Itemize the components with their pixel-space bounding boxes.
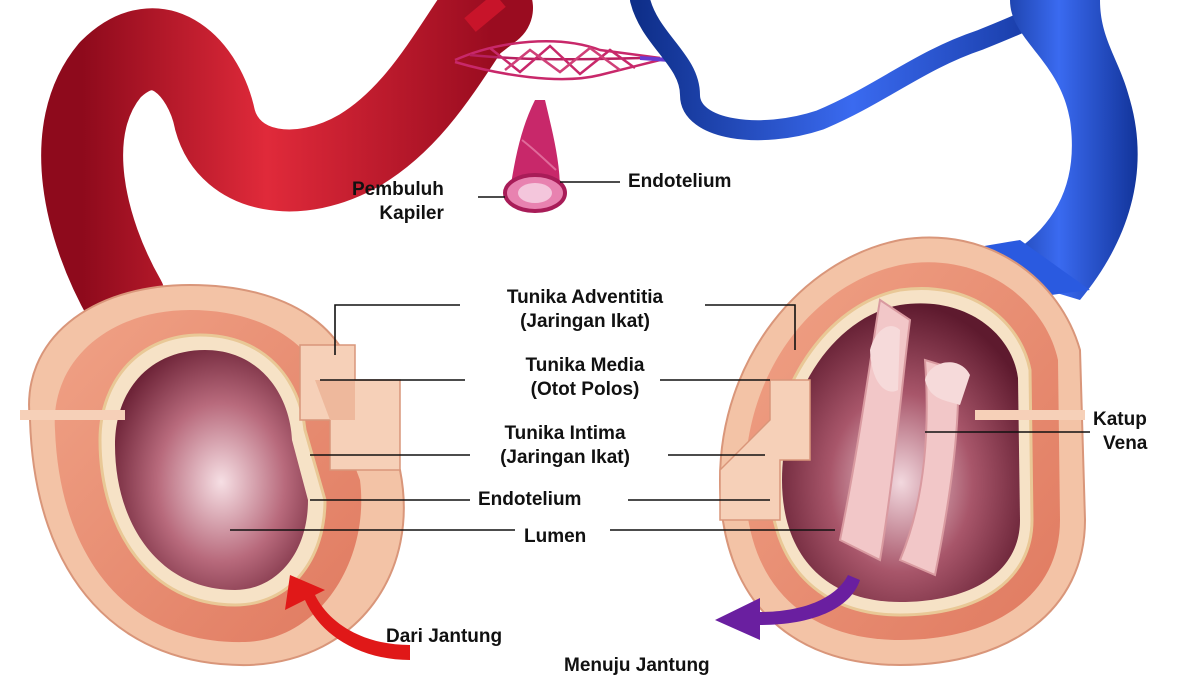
valve-label: Katup Vena [1093,408,1147,456]
to-heart-label: Menuju Jantung [564,655,710,676]
artery-cross-section [20,283,405,667]
tunica-media-line2: (Otot Polos) [530,379,640,400]
valve-label-line1: Katup [1093,409,1147,430]
arrow-to-heart [715,575,860,640]
capillary-label-line2: Kapiler [379,203,444,224]
tunica-adventitia-line2: (Jaringan Ikat) [520,311,650,332]
artery-tube [41,0,533,341]
tunica-adventitia-label: Tunika Adventitia (Jaringan Ikat) [460,286,710,334]
vein-cross-section [718,236,1087,667]
capillary-cross-section [503,100,567,213]
tunica-intima-label: Tunika Intima (Jaringan Ikat) [440,422,690,470]
tunica-intima-line1: Tunika Intima [504,423,626,444]
tunica-media-line1: Tunika Media [525,355,645,376]
from-heart-label: Dari Jantung [386,626,503,647]
tunica-media-label: Tunika Media (Otot Polos) [460,354,710,402]
lumen-label: Lumen [524,526,587,547]
leader-lines [230,181,1090,531]
endothelium-top-label: Endotelium [628,171,732,192]
arrow-from-heart [285,575,410,660]
tunica-intima-line2: (Jaringan Ikat) [500,447,630,468]
capillary-label-line1: Pembuluh [352,179,444,200]
valve-label-line2: Vena [1103,433,1148,454]
capillary-network [454,40,671,81]
endothelium-mid-label: Endotelium [478,489,582,510]
tunica-adventitia-line1: Tunika Adventitia [506,287,664,308]
capillary-label: Pembuluh Kapiler [352,178,444,226]
